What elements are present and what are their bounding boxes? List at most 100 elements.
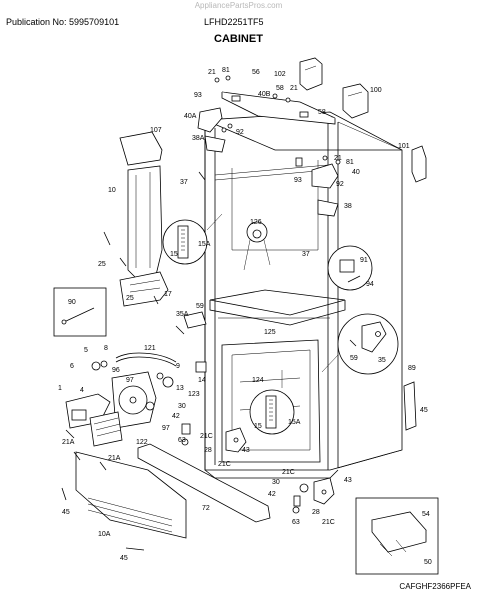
inset-box-90	[53, 287, 107, 337]
part-label-p42b: 42	[268, 491, 276, 498]
part-label-p21Ca: 21C	[200, 433, 213, 440]
detail-circle-15-lower	[249, 370, 295, 435]
part-label-p25b: 25	[126, 295, 134, 302]
top-hinge-40	[311, 163, 339, 217]
part-label-p58a: 58	[276, 85, 284, 92]
part-label-p10A: 10A	[98, 531, 111, 538]
part-label-p38a: 38A	[192, 135, 205, 142]
part-label-p40b: 40B	[258, 91, 271, 98]
top-hinge-bracket	[221, 91, 336, 125]
part-label-p59a: 59	[196, 303, 204, 310]
part-label-p5: 5	[84, 347, 88, 354]
diagram-code: CAFGHF2366PFEA	[399, 582, 471, 591]
part-label-p15A1: 15A	[198, 241, 211, 248]
part-label-p122: 122	[136, 439, 148, 446]
part-label-p50: 50	[424, 559, 432, 566]
part-label-p58b: 58	[318, 109, 326, 116]
detail-circle-91	[327, 245, 373, 291]
part-label-p126: 126	[250, 219, 262, 226]
air-duct-10	[119, 131, 169, 307]
fan-motor-parts	[145, 361, 207, 446]
part-label-p28a: 28	[204, 447, 212, 454]
part-label-p25a: 25	[98, 261, 106, 268]
condenser-fan-96	[111, 371, 157, 429]
door-hinge-lower-right	[292, 477, 335, 514]
part-label-p54: 54	[422, 511, 430, 518]
part-label-p6: 6	[70, 363, 74, 370]
part-label-p45c: 45	[120, 555, 128, 562]
part-label-p4: 4	[80, 387, 84, 394]
part-label-p81a: 81	[222, 67, 230, 74]
part-label-p21b: 21	[290, 85, 298, 92]
part-label-p107: 107	[150, 127, 162, 134]
watermark-text: AppliancePartsPros.com	[194, 1, 283, 10]
part-label-p15b: 15	[254, 423, 262, 430]
section-title: CABINET	[214, 33, 263, 45]
part-label-p21Cb: 21C	[218, 461, 231, 468]
part-label-p124: 124	[252, 377, 264, 384]
part-label-p93a: 93	[194, 92, 202, 99]
part-label-p94: 94	[366, 281, 374, 288]
part-label-p59b: 59	[350, 355, 358, 362]
inset-box-50	[355, 497, 439, 575]
part-label-p101: 101	[398, 143, 410, 150]
part-label-p63a: 63	[178, 437, 186, 444]
part-label-p8: 8	[104, 345, 108, 352]
part-label-p13: 13	[176, 385, 184, 392]
part-label-p37a: 37	[180, 179, 188, 186]
part-label-p93b: 93	[294, 177, 302, 184]
door-hinge-lower-left	[225, 427, 247, 453]
part-label-p42a: 42	[172, 413, 180, 420]
detail-circle-126	[243, 221, 271, 271]
part-label-p38: 38	[344, 203, 352, 210]
part-label-p90: 90	[68, 299, 76, 306]
part-label-p17: 17	[164, 291, 172, 298]
hinge-101	[411, 145, 427, 183]
part-label-p121: 121	[144, 345, 156, 352]
part-label-p15a: 15	[170, 251, 178, 258]
part-label-p72: 72	[202, 505, 210, 512]
part-label-p56: 56	[252, 69, 260, 76]
part-label-p35: 35	[378, 357, 386, 364]
part-label-p97a: 97	[126, 377, 134, 384]
part-label-p45b: 45	[62, 509, 70, 516]
part-label-p91: 91	[360, 257, 368, 264]
detail-circle-15-left	[162, 213, 223, 265]
hinge-cover-102	[299, 57, 323, 91]
part-label-p40: 40	[352, 169, 360, 176]
part-label-p125: 125	[264, 329, 276, 336]
top-hinge-40A	[197, 107, 226, 153]
part-label-p21Ab: 21A	[108, 455, 121, 462]
toe-grille-10A	[75, 451, 187, 539]
part-label-p30b: 30	[272, 479, 280, 486]
part-label-p1: 1	[58, 385, 62, 392]
part-label-p10: 10	[108, 187, 116, 194]
part-label-p21Cc: 21C	[282, 469, 295, 476]
model-number: LFHD2251TF5	[204, 17, 264, 27]
shelf-bracket-35A	[175, 311, 207, 335]
side-bracket-89	[403, 381, 417, 431]
part-label-p40a: 40A	[184, 113, 197, 120]
part-label-p97b: 97	[162, 425, 170, 432]
part-label-p9: 9	[176, 363, 180, 370]
part-label-p92b: 92	[336, 181, 344, 188]
part-label-p89: 89	[408, 365, 416, 372]
part-label-p102: 102	[274, 71, 286, 78]
part-label-p28b: 28	[312, 509, 320, 516]
fan-grille-122	[89, 411, 123, 447]
part-label-p81b: 81	[346, 159, 354, 166]
part-label-p96: 96	[112, 367, 120, 374]
part-label-p92a: 92	[236, 129, 244, 136]
duct-screws	[103, 231, 159, 305]
part-label-p37b: 37	[302, 251, 310, 258]
part-label-p123: 123	[188, 391, 200, 398]
tube-121	[115, 352, 177, 367]
part-label-p35A: 35A	[176, 311, 189, 318]
part-label-p43b: 43	[344, 477, 352, 484]
part-label-p45a: 45	[420, 407, 428, 414]
part-label-p21Aa: 21A	[62, 439, 75, 446]
detail-circle-59	[321, 313, 399, 375]
publication-number: Publication No: 5995709101	[6, 17, 120, 27]
